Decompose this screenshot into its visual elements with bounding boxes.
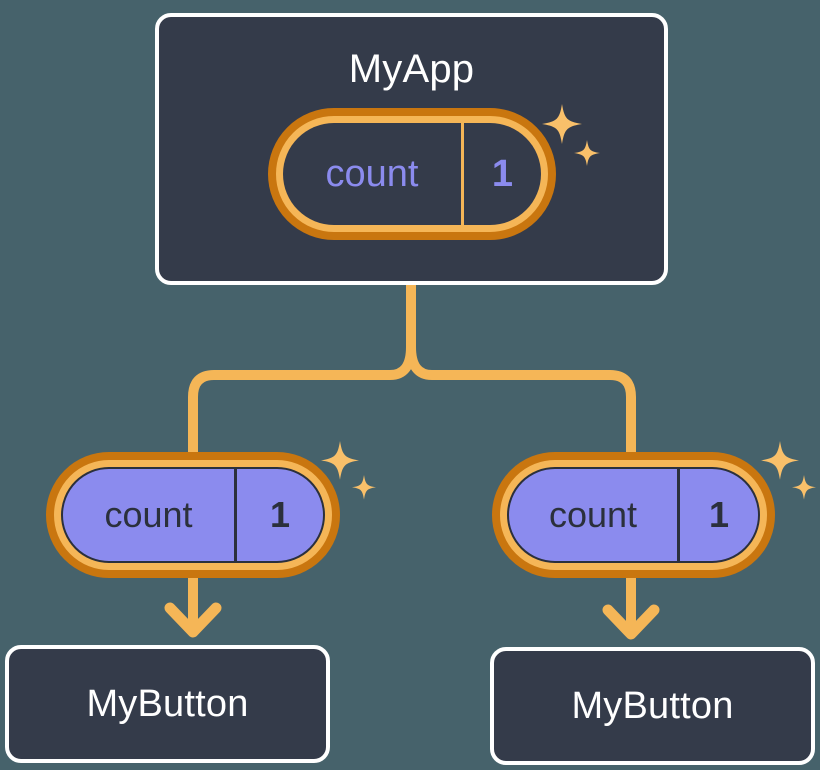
state-pill-body: count 1	[46, 452, 340, 578]
state-divider	[677, 469, 680, 561]
state-key-label: count	[325, 152, 419, 195]
sparkle-four-point-small-icon	[352, 475, 376, 500]
state-divider	[461, 123, 464, 225]
state-pill-myapp[interactable]: count 1	[268, 108, 556, 240]
state-pill-inner: count 1	[283, 123, 541, 225]
state-pill-body: count 1	[492, 452, 775, 578]
state-pill-right-child[interactable]: count 1	[492, 452, 775, 578]
state-value-label: 1	[491, 152, 514, 195]
component-box-mybutton-right[interactable]: MyButton	[490, 647, 815, 765]
component-box-mybutton-left[interactable]: MyButton	[5, 645, 330, 763]
state-pill-inner: count 1	[507, 467, 760, 563]
state-pill-inner: count 1	[61, 467, 325, 563]
component-title-mybutton-right: MyButton	[571, 684, 734, 727]
state-divider	[234, 469, 237, 561]
component-title-myapp: MyApp	[348, 47, 475, 91]
state-value-label: 1	[708, 494, 730, 535]
state-key-label: count	[104, 494, 193, 535]
sparkle-four-point-small-icon	[792, 475, 816, 500]
state-key-label: count	[548, 494, 638, 535]
state-pill-body: count 1	[268, 108, 556, 240]
arrowhead-right-icon	[602, 604, 660, 640]
state-pill-left-child[interactable]: count 1	[46, 452, 340, 578]
component-title-mybutton-left: MyButton	[86, 682, 249, 725]
state-value-label: 1	[269, 494, 291, 535]
arrowhead-left-icon	[164, 602, 222, 638]
